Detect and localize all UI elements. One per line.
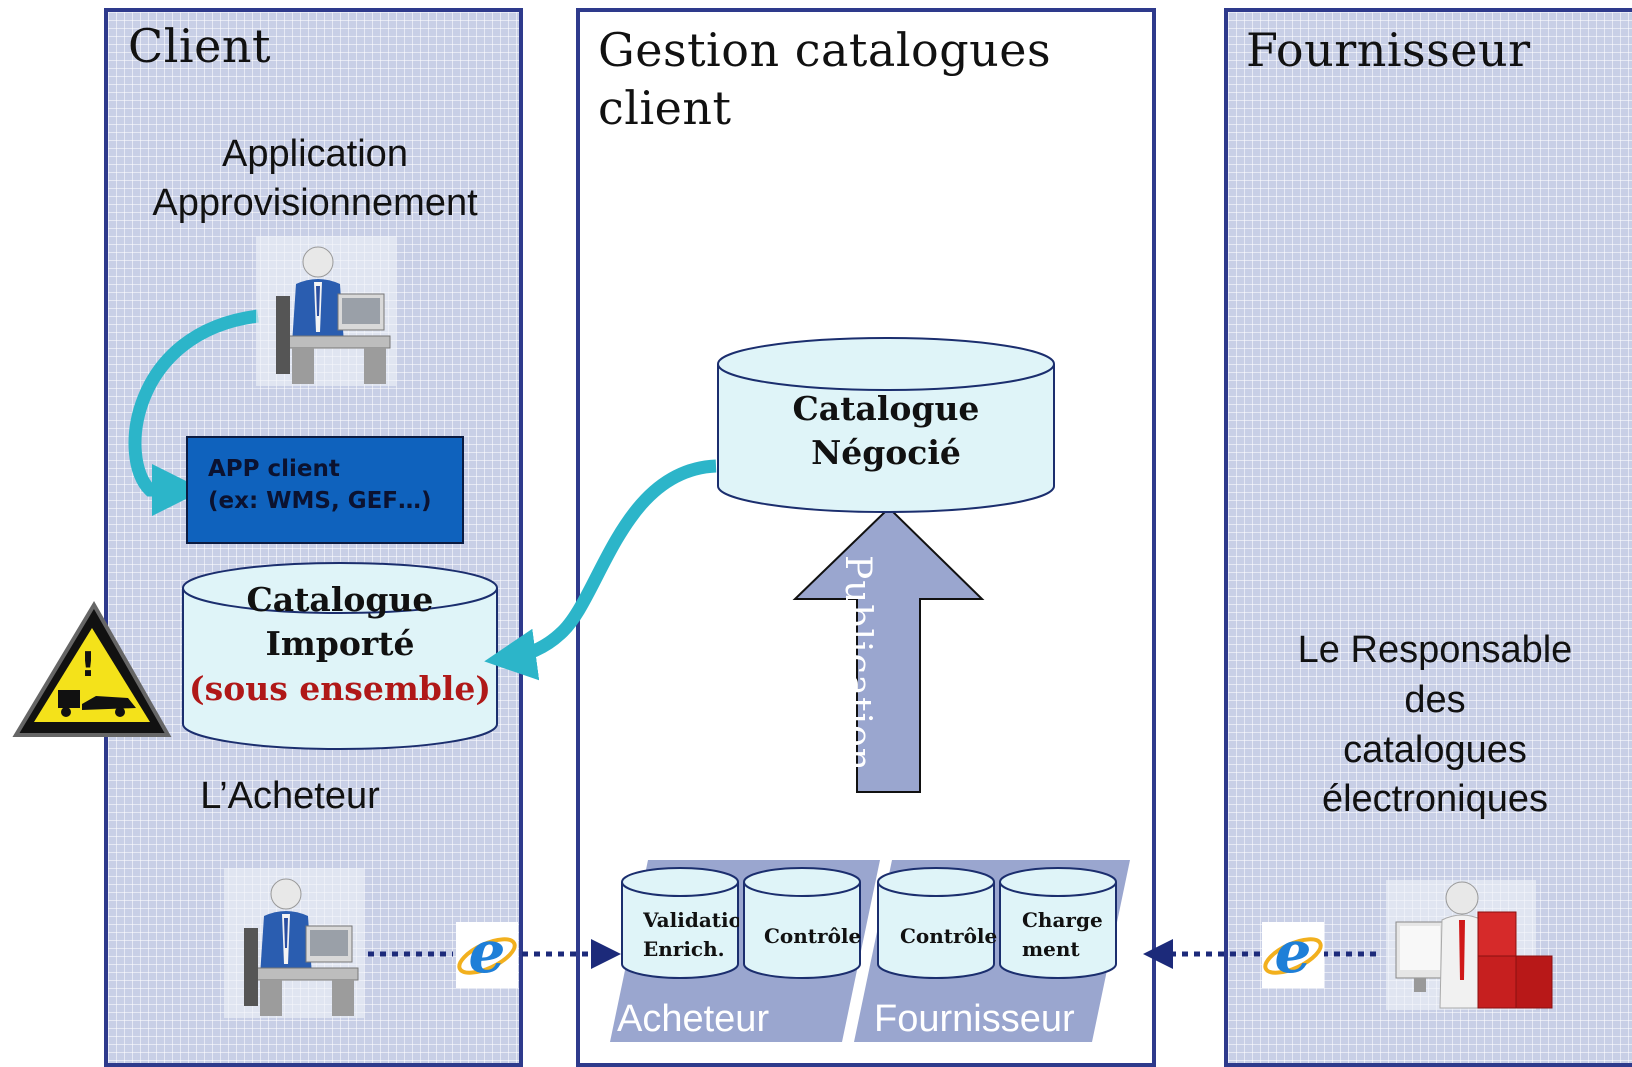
validation-label: Validatio Enrich. (643, 908, 739, 961)
warning-sign-icon: ! (12, 601, 172, 737)
responsable-label: Le Responsable des catalogues électroniq… (1297, 629, 1573, 821)
publication-label: Publication (837, 554, 878, 772)
validation-cylinder (621, 867, 739, 979)
econtent-title: eContent (621, 808, 786, 850)
catalogue-negocie-line2: Négocié (811, 433, 961, 472)
catalogue-importe-cylinder (182, 562, 498, 750)
controle-fournisseur-label: Contrôle (900, 924, 998, 948)
catalogue-negocie-cylinder (717, 337, 1055, 513)
publication-arrow (792, 506, 985, 793)
teal-arrow-to-importe (484, 459, 717, 681)
cubes-icon (1477, 911, 1553, 1009)
controle-fournisseur-cylinder (877, 867, 995, 979)
controle-acheteur-label: Contrôle (764, 924, 862, 948)
app-client-box: APP client (ex: WMS, GEF…) (186, 436, 464, 544)
chargement-label: Charge ment (1022, 908, 1103, 961)
controle-acheteur-cylinder (743, 867, 861, 979)
fournisseur-panel-label: Fournisseur (874, 998, 1075, 1040)
application-label: Application Approvisionnement (152, 133, 478, 225)
teal-arrow-to-app (128, 309, 259, 516)
catalogue-importe-line3: (sous ensemble) (189, 669, 491, 708)
chargement-cylinder (999, 867, 1117, 979)
catalogue-importe-line2: Importé (265, 624, 415, 663)
gestion-lane-title: Gestion catalogues client (598, 23, 1052, 135)
client-lane-title: Client (128, 19, 271, 73)
acheteur-panel-label: Acheteur (617, 998, 770, 1040)
catalogue-importe-line1: Catalogue (246, 580, 434, 619)
catalogue-negocie-line1: Catalogue (792, 389, 980, 428)
svg-text:!: ! (80, 645, 96, 685)
fournisseur-lane-title: Fournisseur (1246, 23, 1531, 77)
acheteur-label: L’Acheteur (200, 775, 380, 817)
